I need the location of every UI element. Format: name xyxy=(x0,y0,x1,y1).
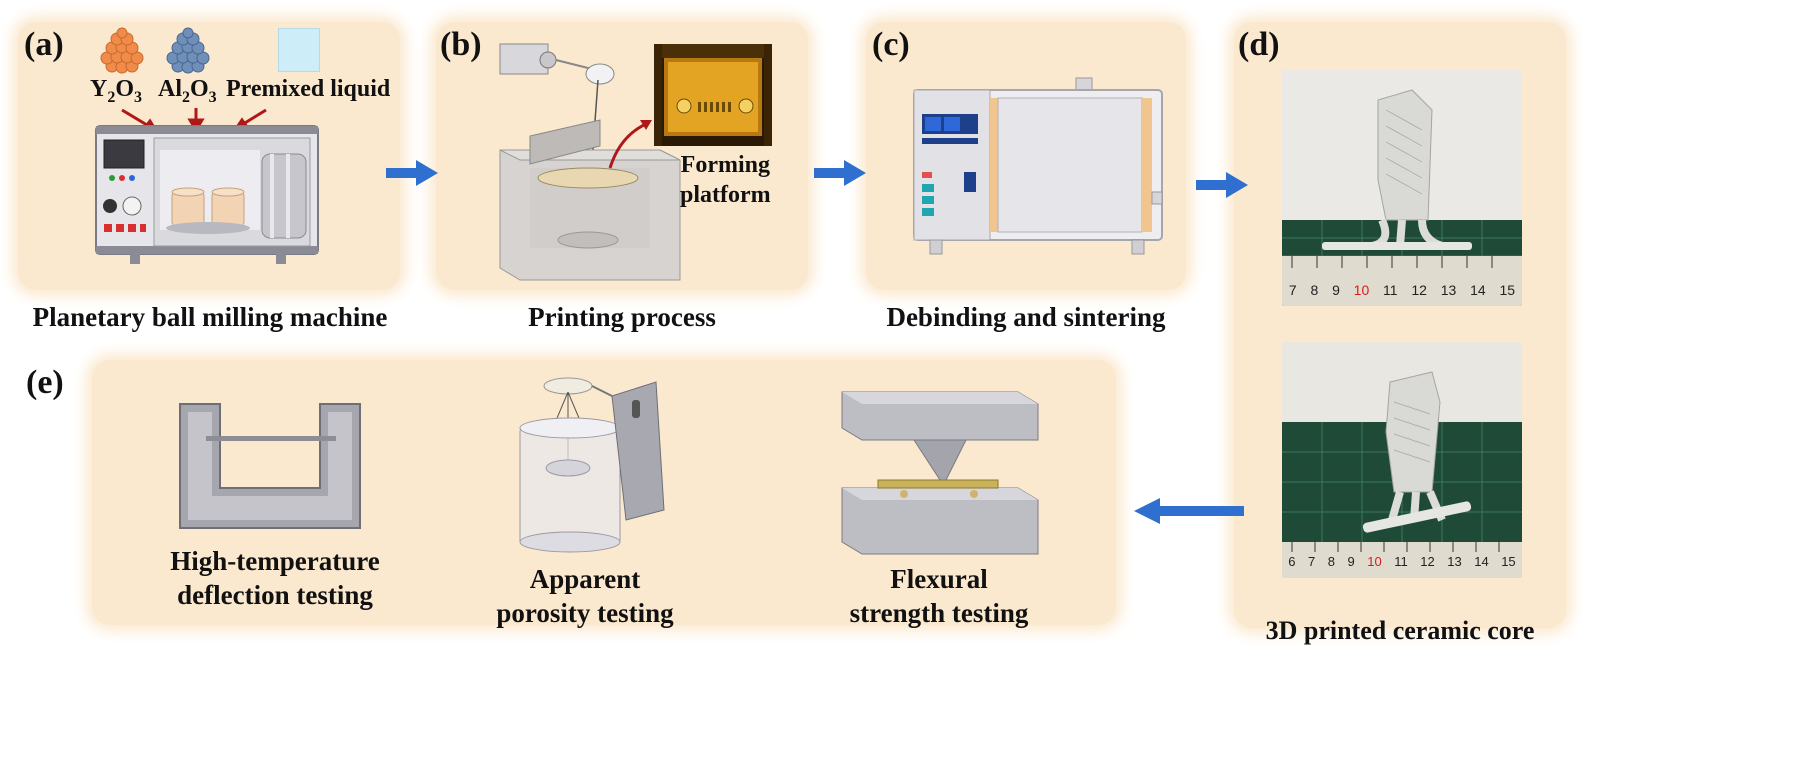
ruler-scale-bottom: 6 7 8 9 10 11 12 13 14 15 xyxy=(1282,554,1522,569)
ruler-top-tick: 11 xyxy=(1383,282,1398,298)
porosity-test-caption-line1: Apparent xyxy=(529,564,641,594)
panel-c-caption: Debinding and sintering xyxy=(886,302,1166,332)
printer-vat-illustration xyxy=(499,43,681,281)
ruler-bottom-tick: 6 xyxy=(1288,554,1296,569)
forming-platform-label: Forming platform xyxy=(680,150,771,210)
ruler-bottom-tick: 11 xyxy=(1394,554,1408,569)
panel-d-caption: 3D printed ceramic core xyxy=(1265,616,1535,645)
ruler-bottom-tick-highlight: 10 xyxy=(1367,554,1382,569)
deflection-test-caption: High-temperature deflection testing xyxy=(140,544,410,612)
forming-platform-line2: platform xyxy=(680,182,771,208)
ruler-top-tick: 9 xyxy=(1332,282,1340,298)
ruler-top-tick: 15 xyxy=(1499,282,1516,298)
ball-milling-machine-illustration xyxy=(95,108,319,264)
ruler-bottom-tick: 15 xyxy=(1501,554,1516,569)
ruler-bottom-tick: 13 xyxy=(1447,554,1462,569)
ruler-top-tick-highlight: 10 xyxy=(1353,282,1370,298)
flexural-test-fixture-illustration xyxy=(841,391,1039,555)
ruler-bottom-tick: 12 xyxy=(1420,554,1435,569)
panel-c-label: (c) xyxy=(872,26,910,63)
flow-arrow-b-to-c xyxy=(814,160,866,186)
panel-b-caption: Printing process xyxy=(528,302,716,332)
deflection-test-caption-line2: deflection testing xyxy=(177,580,373,610)
ruler-top-tick: 14 xyxy=(1470,282,1486,298)
ruler-bottom-tick: 9 xyxy=(1347,554,1355,569)
flexural-test-caption-line1: Flexural xyxy=(890,564,988,594)
premixed-liquid-icon xyxy=(278,28,320,72)
forming-platform-line1: Forming xyxy=(680,152,770,178)
deflection-test-caption-line1: High-temperature xyxy=(170,546,380,576)
flexural-test-caption-line2: strength testing xyxy=(849,598,1029,628)
ruler-top-tick: 12 xyxy=(1411,282,1427,298)
ruler-bottom-tick: 7 xyxy=(1308,554,1316,569)
panel-d-label: (d) xyxy=(1238,26,1280,63)
ceramic-core-photo-angled: 6 7 8 9 10 11 12 13 14 15 xyxy=(1282,342,1522,578)
forming-platform-photo xyxy=(654,44,772,146)
panel-a-label: (a) xyxy=(24,26,64,63)
ruler-bottom-tick: 8 xyxy=(1327,554,1335,569)
panel-e-label: (e) xyxy=(26,364,64,401)
porosity-test-caption-line2: porosity testing xyxy=(496,598,674,628)
porosity-test-apparatus-illustration xyxy=(519,377,665,553)
flow-arrow-a-to-b xyxy=(386,160,438,186)
premixed-liquid-label: Premixed liquid xyxy=(226,76,391,102)
ceramic-core-photo-front: 7 8 9 10 11 12 13 14 15 xyxy=(1282,70,1522,306)
ruler-bottom-tick: 14 xyxy=(1474,554,1489,569)
panel-a-caption: Planetary ball milling machine xyxy=(32,302,388,332)
sintering-furnace-illustration xyxy=(913,77,1163,255)
y2o3-powder-icon xyxy=(100,27,144,74)
flow-arrow-d-to-e xyxy=(1134,498,1244,524)
panel-b-label: (b) xyxy=(440,26,482,63)
flexural-test-caption: Flexural strength testing xyxy=(824,562,1054,630)
ruler-top-tick: 7 xyxy=(1288,282,1297,298)
ruler-top-tick: 13 xyxy=(1440,282,1457,298)
deflection-test-fixture-illustration xyxy=(179,403,361,529)
porosity-test-caption: Apparent porosity testing xyxy=(470,562,700,630)
flow-arrow-c-to-d xyxy=(1196,172,1248,198)
ruler-scale-top: 7 8 9 10 11 12 13 14 15 xyxy=(1282,282,1522,298)
ruler-top-tick: 8 xyxy=(1310,282,1319,298)
al2o3-powder-icon xyxy=(166,27,210,74)
al2o3-label: Al2O3 xyxy=(158,76,217,106)
y2o3-label: Y2O3 xyxy=(90,76,143,106)
